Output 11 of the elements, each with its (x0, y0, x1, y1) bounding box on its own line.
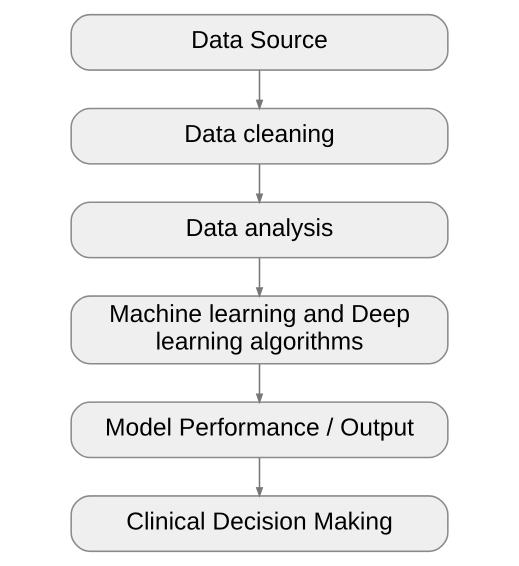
arrow (256, 364, 264, 404)
node-box: Model Performance / Output (70, 401, 449, 458)
node-box: Data cleaning (70, 108, 449, 165)
arrow (256, 458, 264, 498)
node-box: Data analysis (70, 202, 449, 258)
node-box: Data Source (70, 14, 449, 71)
node-box: Clinical Decision Making (70, 495, 449, 552)
arrow (256, 164, 264, 204)
arrow (256, 258, 264, 298)
node-box: Machine learning and Deep learning algorithms (70, 295, 449, 364)
arrow (256, 70, 264, 110)
